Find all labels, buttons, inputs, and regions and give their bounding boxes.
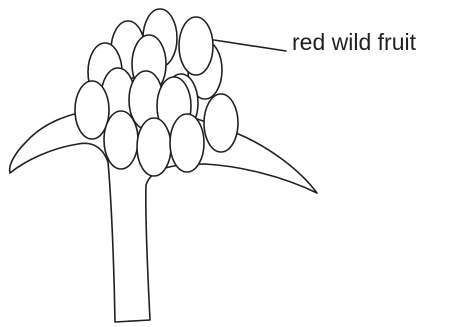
drupelet bbox=[75, 81, 109, 139]
drupelet bbox=[170, 114, 204, 172]
drupelet bbox=[137, 118, 171, 176]
fruit-label: red wild fruit bbox=[292, 31, 416, 54]
drupelet bbox=[104, 111, 138, 169]
drupelet bbox=[179, 17, 213, 75]
leader-line bbox=[214, 40, 286, 51]
drupelet bbox=[204, 94, 238, 152]
